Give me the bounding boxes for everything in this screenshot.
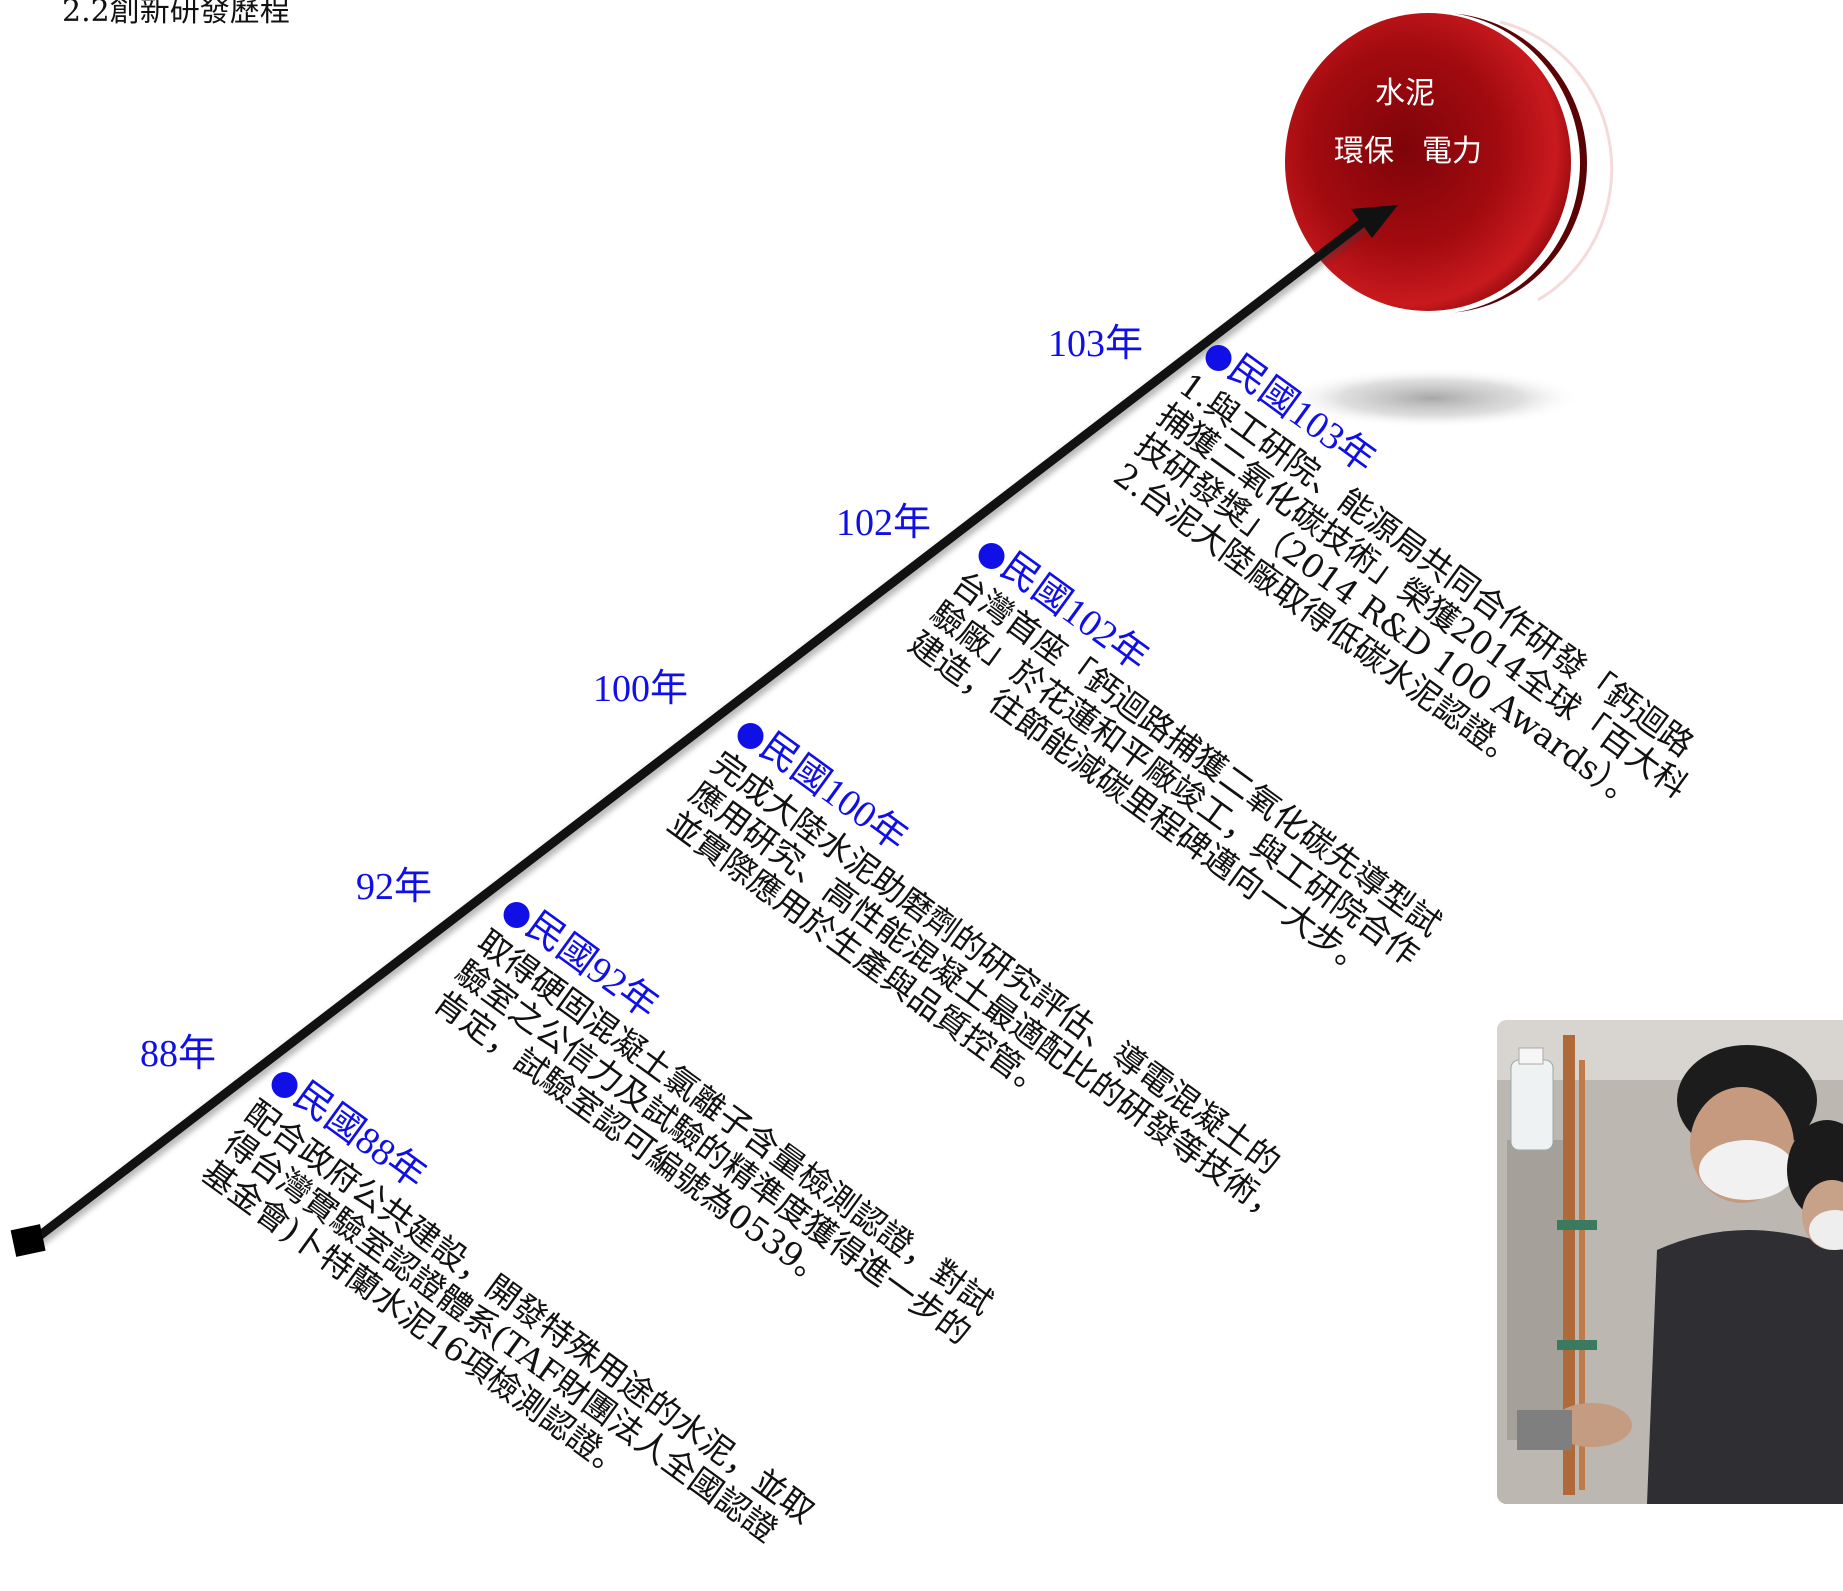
arrow-head-icon — [1351, 205, 1398, 238]
circle-label-environment: 環保 — [1334, 134, 1394, 169]
lab-photo — [1497, 1020, 1843, 1504]
circle-label-cement: 水泥 — [1375, 76, 1435, 111]
year-label-92: 92年 — [356, 866, 433, 908]
timeline-arrow — [10, 205, 1398, 1257]
page-title: 2.2創新研發歷程 — [62, 0, 290, 29]
year-label-88: 88年 — [140, 1033, 217, 1075]
lab-photo-drawing — [1497, 1020, 1843, 1504]
square-tail-icon — [10, 1224, 46, 1257]
circle-label-power: 電力 — [1422, 134, 1482, 169]
circle-shadow — [1282, 368, 1582, 428]
year-label-102: 102年 — [836, 502, 932, 544]
year-label-103: 103年 — [1048, 323, 1144, 365]
year-label-100: 100年 — [593, 668, 689, 710]
